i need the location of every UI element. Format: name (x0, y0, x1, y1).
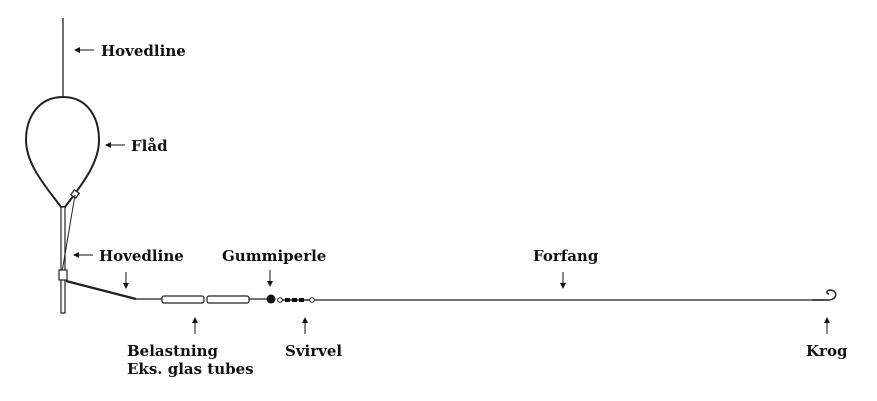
weight-tube-2 (206, 295, 250, 304)
label-rubber-bead: Gummiperle (222, 247, 326, 265)
arrow-main-line-bottom (73, 252, 93, 258)
arrow-weight (192, 317, 198, 334)
arrow-rubber-bead (267, 270, 273, 287)
swivel (277, 297, 315, 303)
rubber-bead (266, 294, 276, 304)
main-line-through-eye (61, 194, 76, 273)
label-main-line-bottom: Hovedline (99, 247, 184, 265)
arrow-main-line-down (123, 272, 129, 289)
float-line-stop (58, 269, 68, 281)
label-swivel: Svirvel (285, 342, 342, 360)
arrow-hook (824, 317, 830, 334)
arrow-leader (560, 272, 566, 289)
label-main-line-top: Hovedline (101, 42, 186, 60)
main-line-bottom (65, 279, 137, 301)
float-body (24, 95, 101, 208)
arrows (73, 47, 830, 334)
arrow-main-line-top (74, 47, 94, 53)
label-weight-line1: Belastning (127, 342, 219, 360)
arrow-swivel (302, 317, 308, 334)
label-hook: Krog (806, 342, 848, 360)
arrow-float (105, 142, 125, 148)
float-line-eye (69, 188, 81, 200)
float-stem (60, 206, 66, 314)
hook (812, 289, 837, 301)
weight-tube-1 (161, 295, 205, 304)
label-weight-line2: Eks. glas tubes (127, 360, 254, 378)
label-leader: Forfang (533, 247, 599, 265)
label-float: Flåd (131, 137, 168, 155)
